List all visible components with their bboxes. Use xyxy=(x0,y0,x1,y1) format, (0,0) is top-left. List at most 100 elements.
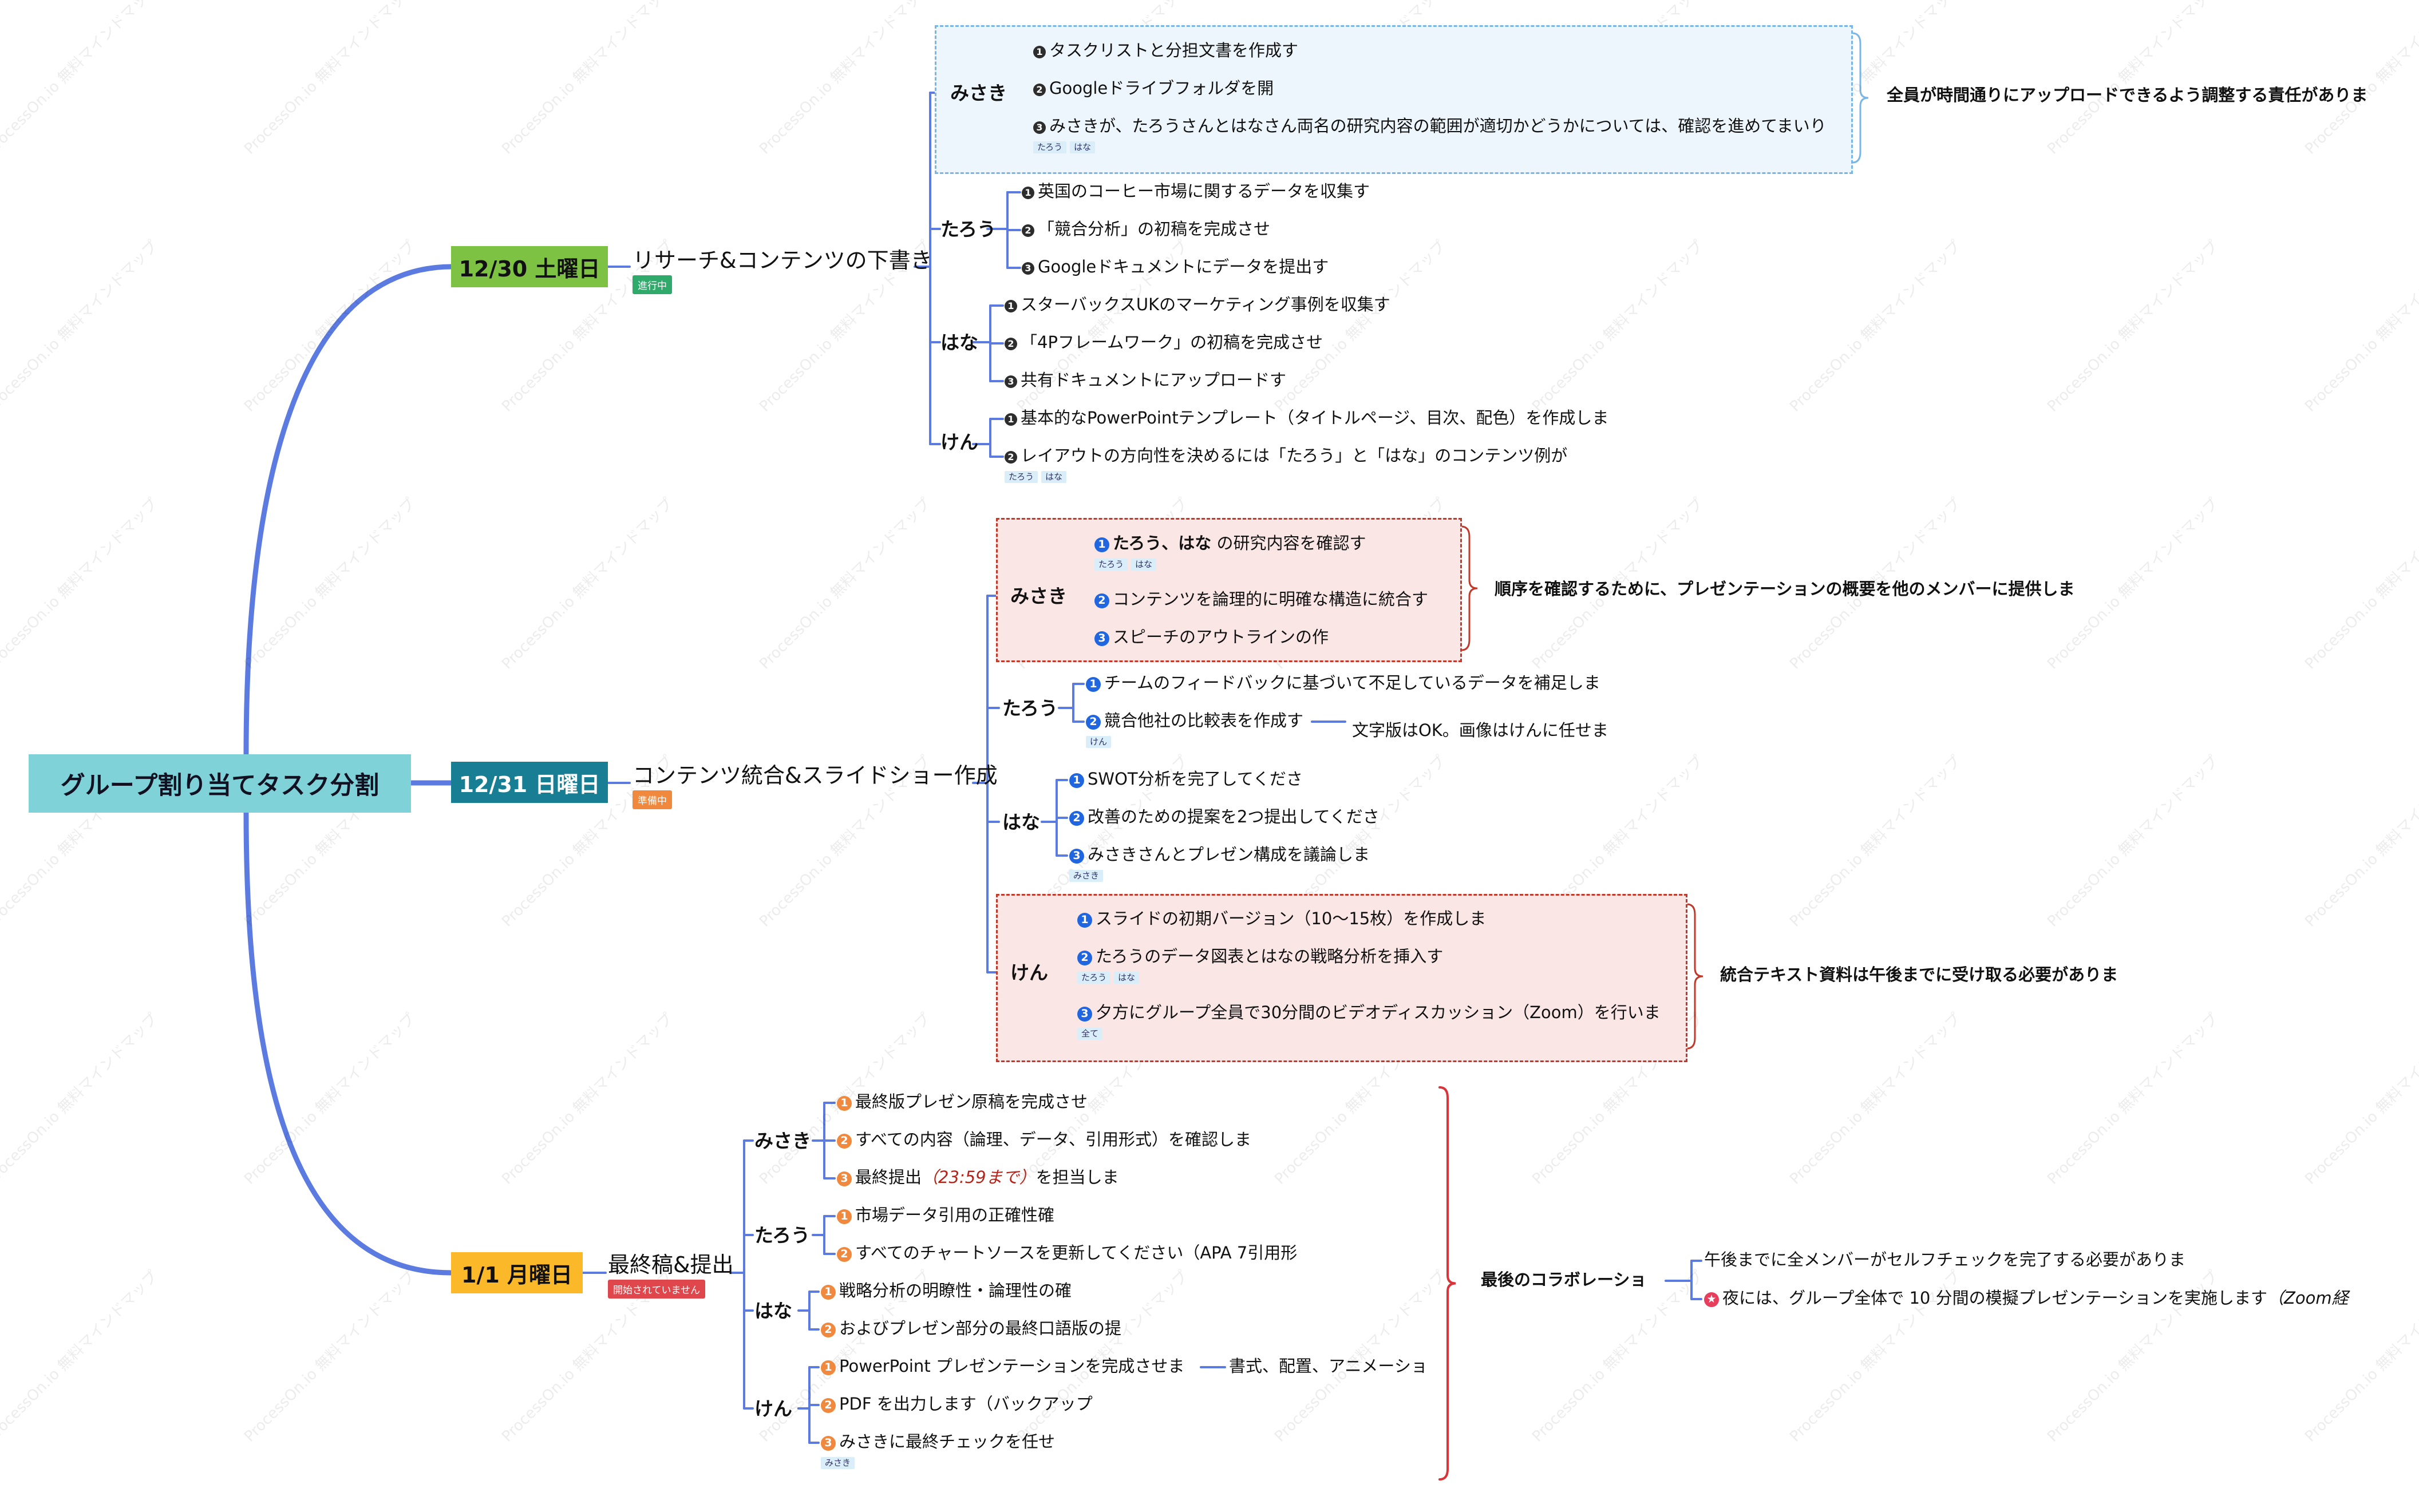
day1-member-misaki[interactable]: みさき xyxy=(950,82,1007,104)
day3-collab-label[interactable]: 最後のコラボレーショ xyxy=(1481,1270,1647,1289)
watermark-text: ProcessOn.io 無料マインドマップ xyxy=(0,237,161,415)
watermark-text: ProcessOn.io 無料マインドマップ xyxy=(499,0,677,158)
tag-chip: たろう xyxy=(1077,972,1111,984)
number-badge: 1 xyxy=(821,1360,836,1375)
day-node-1230[interactable]: 12/30 土曜日 xyxy=(451,246,608,287)
day3-collab-item-2[interactable]: ★夜には、グループ全体で 10 分間の模擬プレゼンテーションを実施します（Zoo… xyxy=(1704,1290,2349,1307)
watermark-text: ProcessOn.io 無料マインドマップ xyxy=(499,1010,677,1188)
number-badge: 2 xyxy=(821,1322,836,1337)
number-badge: 3 xyxy=(1005,375,1017,388)
day1-status-badge: 進行中 xyxy=(633,275,672,294)
watermark-text: ProcessOn.io 無料マインドマップ xyxy=(1786,1010,1965,1188)
day3-member-ken[interactable]: けん xyxy=(754,1398,792,1420)
number-badge: 2 xyxy=(1094,593,1109,608)
day3-member-misaki[interactable]: みさき xyxy=(754,1130,811,1152)
day2-hana-task-3-tags: みさき xyxy=(1069,870,1106,882)
day2-member-taro[interactable]: たろう xyxy=(1002,697,1058,719)
day1-member-taro[interactable]: たろう xyxy=(940,218,997,240)
number-badge: 3 xyxy=(1094,631,1109,646)
watermark-text: ProcessOn.io 無料マインドマップ xyxy=(0,0,161,158)
star-icon: ★ xyxy=(1704,1292,1719,1307)
day1-member-ken[interactable]: けん xyxy=(940,431,978,453)
day2-member-misaki[interactable]: みさき xyxy=(1010,585,1067,607)
tag-chip: みさき xyxy=(1069,870,1104,882)
number-badge: 1 xyxy=(837,1209,852,1224)
watermark-text: ProcessOn.io 無料マインドマップ xyxy=(756,0,934,158)
day2-misaki-brace xyxy=(1460,525,1478,651)
day3-member-hana[interactable]: はな xyxy=(754,1300,792,1322)
number-badge: 1 xyxy=(1086,676,1101,692)
watermark-text: ProcessOn.io 無料マインドマップ xyxy=(1271,1267,1449,1446)
day1-taro-task-2[interactable]: 2「競合分析」の初稿を完成させ xyxy=(1022,221,1270,238)
day-node-1231[interactable]: 12/31 日曜日 xyxy=(451,762,608,803)
day3-subtitle[interactable]: 最終稿&提出 xyxy=(608,1252,734,1277)
number-badge: 1 xyxy=(1022,187,1034,199)
day3-member-taro[interactable]: たろう xyxy=(754,1224,811,1246)
number-badge: 1 xyxy=(1005,300,1017,312)
tag-chip: たろう xyxy=(1094,559,1128,571)
day2-member-ken[interactable]: けん xyxy=(1010,961,1048,984)
day2-member-hana[interactable]: はな xyxy=(1002,811,1040,833)
tag-chip: はな xyxy=(1131,559,1157,571)
day1-member-hana[interactable]: はな xyxy=(940,331,978,354)
root-topic[interactable]: グループ割り当てタスク分割 xyxy=(29,754,411,813)
day2-taro-task-2-note[interactable]: 文字版はOK。画像はけんに任せま xyxy=(1352,721,1608,740)
day2-misaki-note[interactable]: 順序を確認するために、プレゼンテーションの概要を他のメンバーに提供しま xyxy=(1495,579,2075,599)
watermark-text: ProcessOn.io 無料マインドマップ xyxy=(2044,1010,2222,1188)
tag-chip: けん xyxy=(1086,736,1112,748)
day2-subtitle[interactable]: コンテンツ統合&スライドショー作成 xyxy=(633,763,998,788)
number-badge: 2 xyxy=(1005,338,1017,350)
day1-subtitle[interactable]: リサーチ&コンテンツの下書き xyxy=(633,248,932,273)
watermark-text: ProcessOn.io 無料マインドマップ xyxy=(0,1267,161,1446)
number-badge: 2 xyxy=(1022,224,1034,237)
number-badge: 1 xyxy=(821,1284,836,1300)
watermark-text: ProcessOn.io 無料マインドマップ xyxy=(241,1010,419,1188)
day1-hana-task-2[interactable]: 2「4Pフレームワーク」の初稿を完成させ xyxy=(1005,334,1323,351)
day2-misaki-box xyxy=(996,518,1462,662)
number-badge: 3 xyxy=(1022,262,1034,275)
day2-misaki-task-1-tags: たろうはな xyxy=(1094,559,1160,571)
day1-misaki-note[interactable]: 全員が時間通りにアップロードできるよう調整する責任がありま xyxy=(1887,85,2368,105)
day3-collab-item-1[interactable]: 午後までに全メンバーがセルフチェックを完了する必要がありま xyxy=(1704,1250,2186,1269)
watermark-text: ProcessOn.io 無料マインドマップ xyxy=(0,1010,161,1188)
day2-status-badge: 準備中 xyxy=(633,790,672,809)
number-badge: 3 xyxy=(1069,848,1084,864)
day2-ken-note[interactable]: 統合テキスト資料は午後までに受け取る必要がありま xyxy=(1720,965,2118,984)
day1-ken-task-2-tags: たろうはな xyxy=(1005,471,1070,483)
day-node-0101[interactable]: 1/1 月曜日 xyxy=(451,1252,583,1293)
watermark-text: ProcessOn.io 無料マインドマップ xyxy=(1529,237,1707,415)
day3-ken-task-1-note[interactable]: 書式、配置、アニメーショ xyxy=(1229,1356,1428,1376)
watermark-text: ProcessOn.io 無料マインドマップ xyxy=(2044,752,2222,931)
number-badge: 3 xyxy=(1077,1006,1092,1022)
